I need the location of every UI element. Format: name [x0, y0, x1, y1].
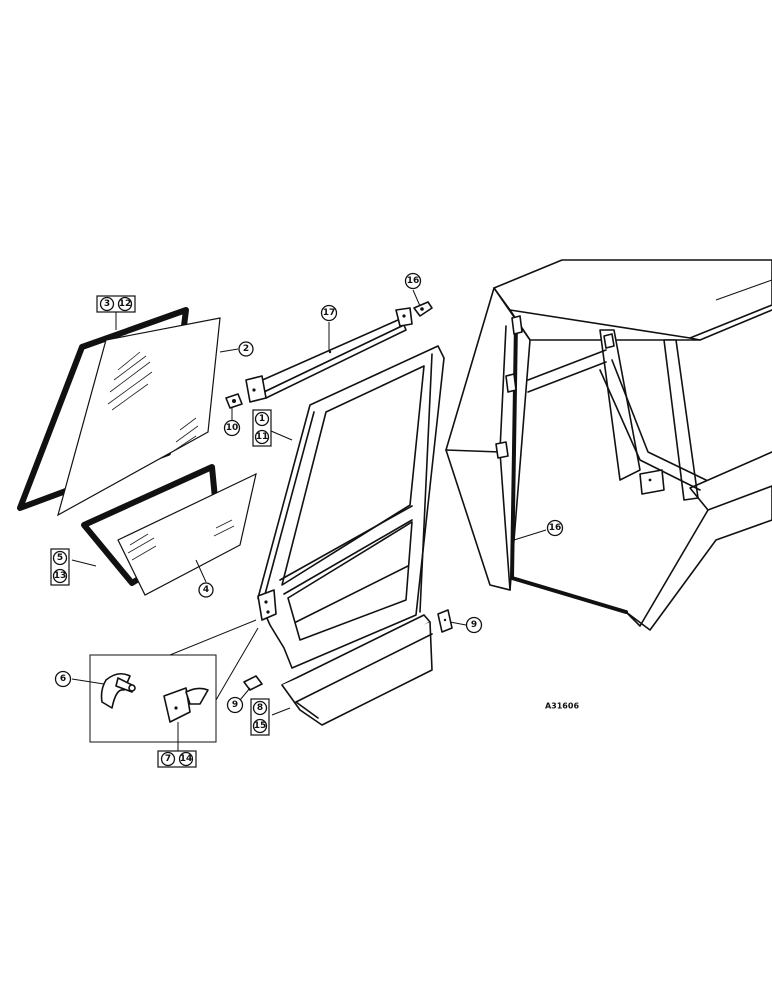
callout-label: 9	[232, 700, 238, 710]
callout-8-15: 8 15	[250, 698, 270, 736]
cab-body	[445, 259, 772, 631]
lower-window-glass	[117, 472, 257, 596]
latch-detail-box	[89, 619, 259, 743]
lower-glass-shading	[127, 519, 235, 561]
drawing-reference-code: A31606	[545, 702, 579, 711]
callout-label: 1	[259, 414, 265, 424]
hinge-plate	[413, 301, 433, 317]
callout-7-14: 7 14	[157, 750, 197, 768]
stop-block-left	[243, 675, 263, 691]
lower-tray	[281, 614, 433, 726]
callout-16-lower: 16	[546, 519, 564, 537]
bracket-fitting	[225, 393, 243, 409]
callout-label: 9	[471, 620, 477, 630]
callout-label: 2	[243, 344, 249, 354]
leader-lines	[71, 289, 547, 716]
callout-9-right: 9	[465, 616, 483, 634]
callout-1-11: 1 11	[252, 409, 272, 447]
callout-label: 7	[165, 754, 171, 764]
callout-4: 4	[198, 582, 214, 598]
callout-5-13: 5 13	[50, 548, 70, 586]
callout-label: 16	[407, 276, 420, 286]
callout-6: 6	[54, 670, 72, 688]
glass-shading	[107, 351, 199, 453]
callout-label: 10	[226, 423, 239, 433]
callout-16-upper: 16	[404, 272, 422, 290]
callout-label: 8	[257, 703, 263, 713]
callout-label: 14	[180, 754, 193, 764]
callout-2: 2	[238, 341, 254, 357]
callout-label: 15	[254, 721, 267, 731]
callout-label: 13	[54, 571, 67, 581]
callout-label: 16	[549, 523, 562, 533]
door-frame	[257, 345, 445, 669]
callout-label: 12	[119, 299, 132, 309]
callout-label: 6	[60, 674, 66, 684]
stop-block-right	[437, 609, 453, 633]
door-latch	[163, 687, 209, 752]
upper-window-glass	[57, 317, 221, 517]
callout-9-left: 9	[226, 696, 244, 714]
callout-label: 3	[104, 299, 110, 309]
callout-label: 11	[256, 432, 269, 442]
callout-3-12: 3 12	[96, 295, 136, 313]
callout-10: 10	[223, 419, 241, 437]
callout-label: 17	[323, 308, 336, 318]
callout-label: 4	[203, 585, 209, 595]
callout-label: 5	[57, 553, 63, 563]
door-handle	[100, 672, 136, 709]
top-support-bar	[245, 307, 413, 403]
callout-17: 17	[320, 304, 338, 322]
